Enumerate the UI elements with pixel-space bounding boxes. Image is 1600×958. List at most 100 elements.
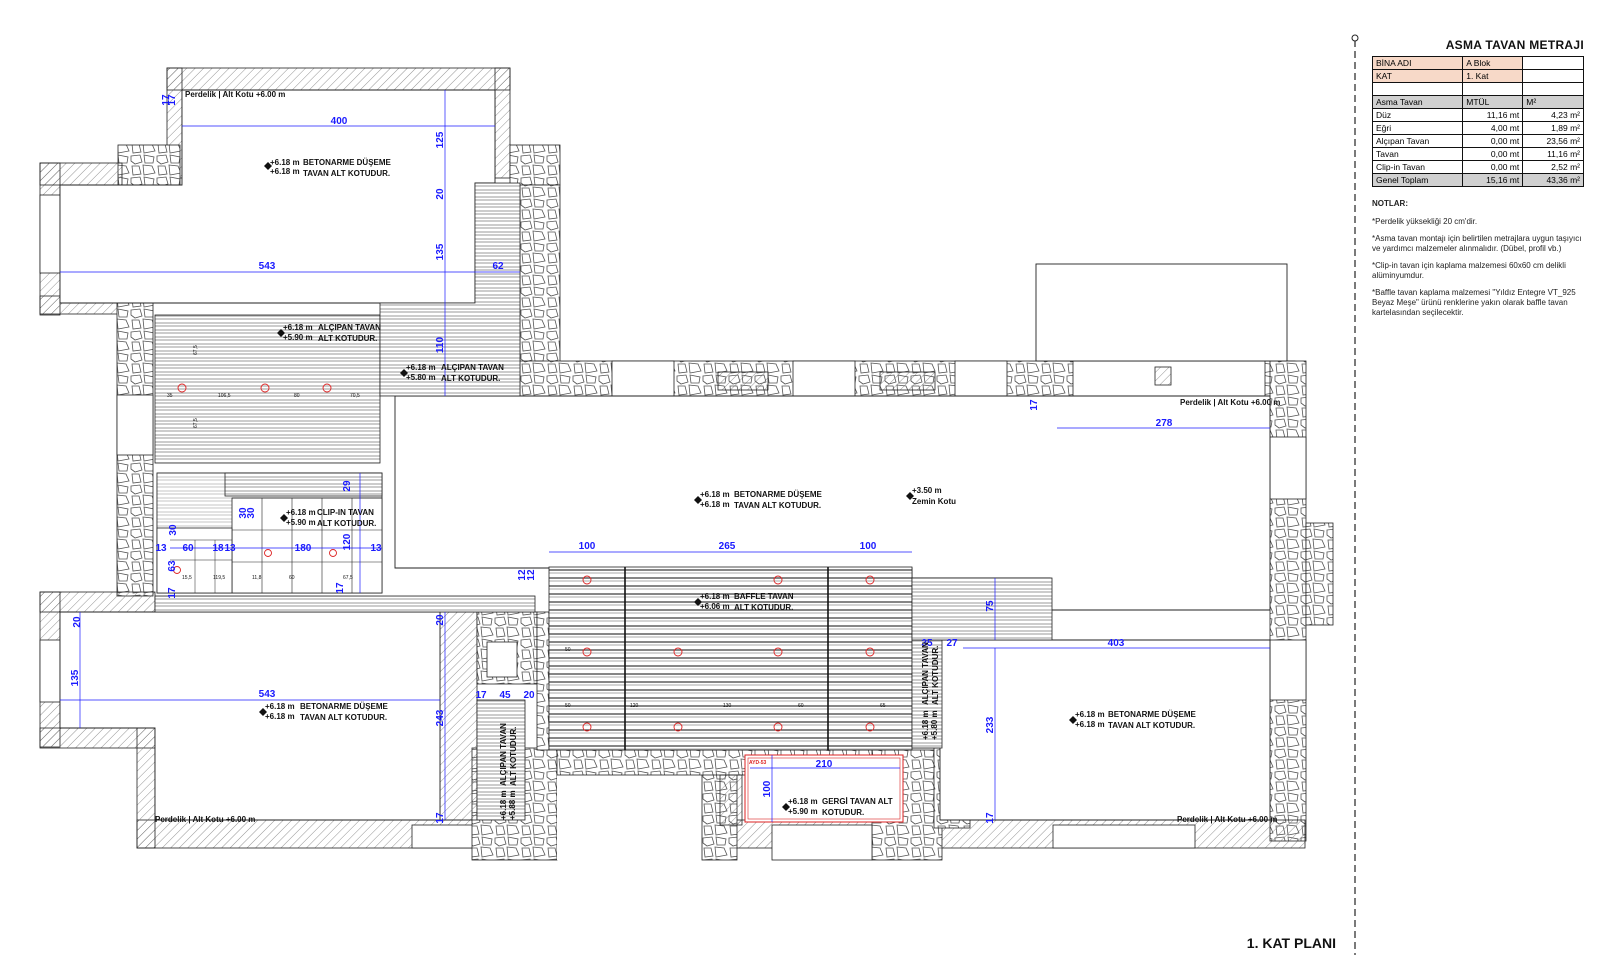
svg-text:+5.90 m: +5.90 m (286, 518, 316, 527)
note-item: *Asma tavan montajı için belirtilen metr… (1372, 234, 1582, 253)
svg-text:ALT KOTUDUR.: ALT KOTUDUR. (931, 646, 940, 705)
dim-20-bl: 20 (72, 616, 83, 628)
label-alcipan-left: +6.18 m +5.90 m ALÇIPAN TAVAN ALT KOTUDU… (283, 323, 381, 343)
svg-text:+6.18 m: +6.18 m (921, 710, 930, 740)
table-row: Alçıpan Tavan 0,00 mt 23,56 m² (1371, 134, 1584, 148)
dim-120: 120 (342, 533, 353, 550)
label-betonarme-bl: +6.18 m +6.18 m BETONARME DÜŞEME TAVAN A… (265, 702, 389, 722)
dim-35: 35 (921, 638, 933, 649)
sheet-title: 1. KAT PLANI (1247, 935, 1336, 951)
svg-text:+6.18 m: +6.18 m (406, 363, 436, 372)
dim-63: 63 (167, 560, 178, 572)
divider-end-marker (1351, 34, 1359, 42)
svg-text:+6.06 m: +6.06 m (700, 602, 730, 611)
table-row: Clip-in Tavan 0,00 mt 2,52 m² (1371, 160, 1584, 174)
perdelik-label-br: Perdelik | Alt Kotu +6.00 m (1177, 815, 1277, 824)
dim-110: 110 (435, 336, 446, 353)
label-betonarme-main: +6.18 m +6.18 m BETONARME DÜŞEME TAVAN A… (700, 490, 823, 510)
svg-text:KOTUDUR.: KOTUDUR. (822, 808, 864, 817)
svg-text:119,5: 119,5 (213, 575, 225, 581)
dim-17-br: 17 (985, 812, 996, 824)
svg-text:70,5: 70,5 (350, 393, 360, 399)
svg-text:ALÇIPAN TAVAN: ALÇIPAN TAVAN (921, 642, 930, 705)
label-alcipan-vertical-right: +6.18 m +5.80 m ALÇIPAN TAVAN ALT KOTUDU… (921, 642, 940, 740)
dim-100-left: 100 (579, 541, 596, 552)
svg-text:CLIP-IN TAVAN: CLIP-IN TAVAN (317, 508, 374, 517)
svg-text:TAVAN ALT KOTUDUR.: TAVAN ALT KOTUDUR. (1108, 721, 1195, 730)
svg-text:+5.88 m: +5.88 m (508, 790, 517, 820)
note-item: *Baffle tavan kaplama malzemesi "Yıldız … (1372, 288, 1576, 317)
dimension-texts: 400 125 20 135 543 62 110 17 278 100 265… (70, 94, 1173, 824)
dim-30a: 30 (238, 507, 249, 519)
dim-17a: 17 (167, 587, 178, 599)
dim-20c: 20 (523, 690, 535, 701)
svg-text:+6.18 m: +6.18 m (700, 490, 730, 499)
svg-text:+5.90 m: +5.90 m (788, 807, 818, 816)
svg-text:+6.18 m: +6.18 m (1075, 720, 1105, 729)
walls (39, 67, 1334, 861)
svg-text:+6.18 m: +6.18 m (1075, 710, 1105, 719)
svg-text:67,5: 67,5 (343, 575, 353, 581)
ayd-tag: AYD-53 (749, 760, 767, 766)
svg-text:BETONARME DÜŞEME: BETONARME DÜŞEME (734, 490, 823, 499)
notes-title: NOTLAR: (1372, 199, 1408, 208)
metraj-table: BİNA ADI A Blok KAT 1. Kat Asma Tavan MT… (1371, 56, 1584, 187)
svg-text:50: 50 (565, 703, 571, 709)
svg-text:11,8: 11,8 (252, 575, 262, 581)
dim-12: 12 (517, 569, 528, 581)
svg-text:TAVAN ALT KOTUDUR.: TAVAN ALT KOTUDUR. (300, 713, 387, 722)
svg-text:+6.18 m: +6.18 m (700, 592, 730, 601)
svg-text:ALT KOTUDUR.: ALT KOTUDUR. (317, 519, 376, 528)
perdelik-label-top: Perdelik | Alt Kotu +6.00 m (185, 90, 285, 99)
dim-17b: 17 (335, 582, 346, 594)
svg-text:67,5: 67,5 (193, 418, 199, 428)
dim-18: 18 (212, 543, 224, 554)
dim-17-top2: 17 (161, 94, 172, 106)
svg-text:15,5: 15,5 (182, 575, 192, 581)
table-header: Asma Tavan MTÜL M² (1371, 95, 1584, 109)
label-betonarme-top: +6.18 m +6.18 m BETONARME DÜŞEME TAVAN A… (270, 158, 392, 178)
dim-20-mid: 20 (435, 614, 446, 626)
dim-265: 265 (719, 541, 736, 552)
dim-135-bl: 135 (70, 669, 81, 686)
svg-text:GERGİ TAVAN ALT: GERGİ TAVAN ALT (822, 797, 893, 806)
svg-text:ALÇIPAN TAVAN: ALÇIPAN TAVAN (499, 723, 508, 786)
dim-13b: 13 (224, 543, 236, 554)
notes-section: NOTLAR: *Perdelik yüksekliği 20 cm'dir. … (1372, 199, 1584, 318)
svg-text:35: 35 (167, 393, 173, 399)
svg-text:+5.80 m: +5.80 m (406, 373, 436, 382)
dim-135-top: 135 (435, 243, 446, 260)
svg-text:106,5: 106,5 (218, 393, 231, 399)
dim-75: 75 (985, 600, 996, 612)
svg-text:+6.18 m: +6.18 m (283, 323, 313, 332)
label-baffle: +6.18 m +6.06 m BAFFLE TAVAN ALT KOTUDUR… (700, 592, 794, 612)
svg-text:+6.18 m: +6.18 m (286, 508, 316, 517)
dim-17-bl: 17 (435, 812, 446, 824)
svg-text:+5.80 m: +5.80 m (930, 710, 939, 740)
label-zemin: +3.50 m Zemin Kotu (912, 486, 956, 506)
light-fixtures (173, 383, 875, 732)
svg-text:TAVAN ALT KOTUDUR.: TAVAN ALT KOTUDUR. (734, 501, 821, 510)
svg-text:130: 130 (723, 703, 732, 709)
svg-text:+5.90 m: +5.90 m (283, 333, 313, 342)
metraj-title: ASMA TAVAN METRAJI (1445, 38, 1584, 52)
ceiling-areas (154, 182, 1053, 826)
dim-400: 400 (331, 116, 348, 127)
dim-243: 243 (435, 709, 446, 726)
svg-text:BAFFLE TAVAN: BAFFLE TAVAN (734, 592, 794, 601)
dim-30c: 30 (168, 524, 179, 536)
label-alcipan-vertical-left: +6.18 m +5.88 m ALÇIPAN TAVAN ALT KOTUDU… (499, 723, 518, 820)
label-betonarme-br: +6.18 m +6.18 m BETONARME DÜŞEME TAVAN A… (1075, 710, 1197, 730)
dim-13c: 13 (370, 543, 382, 554)
dim-30b: 30 (246, 507, 257, 519)
dim-278: 278 (1156, 418, 1173, 429)
svg-text:+6.18 m: +6.18 m (265, 702, 295, 711)
dim-210: 210 (816, 759, 833, 770)
dim-125: 125 (435, 131, 446, 148)
svg-text:ALÇIPAN TAVAN: ALÇIPAN TAVAN (318, 323, 381, 332)
dim-27: 27 (946, 638, 958, 649)
svg-text:BETONARME DÜŞEME: BETONARME DÜŞEME (300, 702, 389, 711)
perdelik-label-bl: Perdelik | Alt Kotu +6.00 m (155, 815, 255, 824)
svg-text:67,5: 67,5 (193, 345, 199, 355)
svg-text:+3.50 m: +3.50 m (912, 486, 942, 495)
